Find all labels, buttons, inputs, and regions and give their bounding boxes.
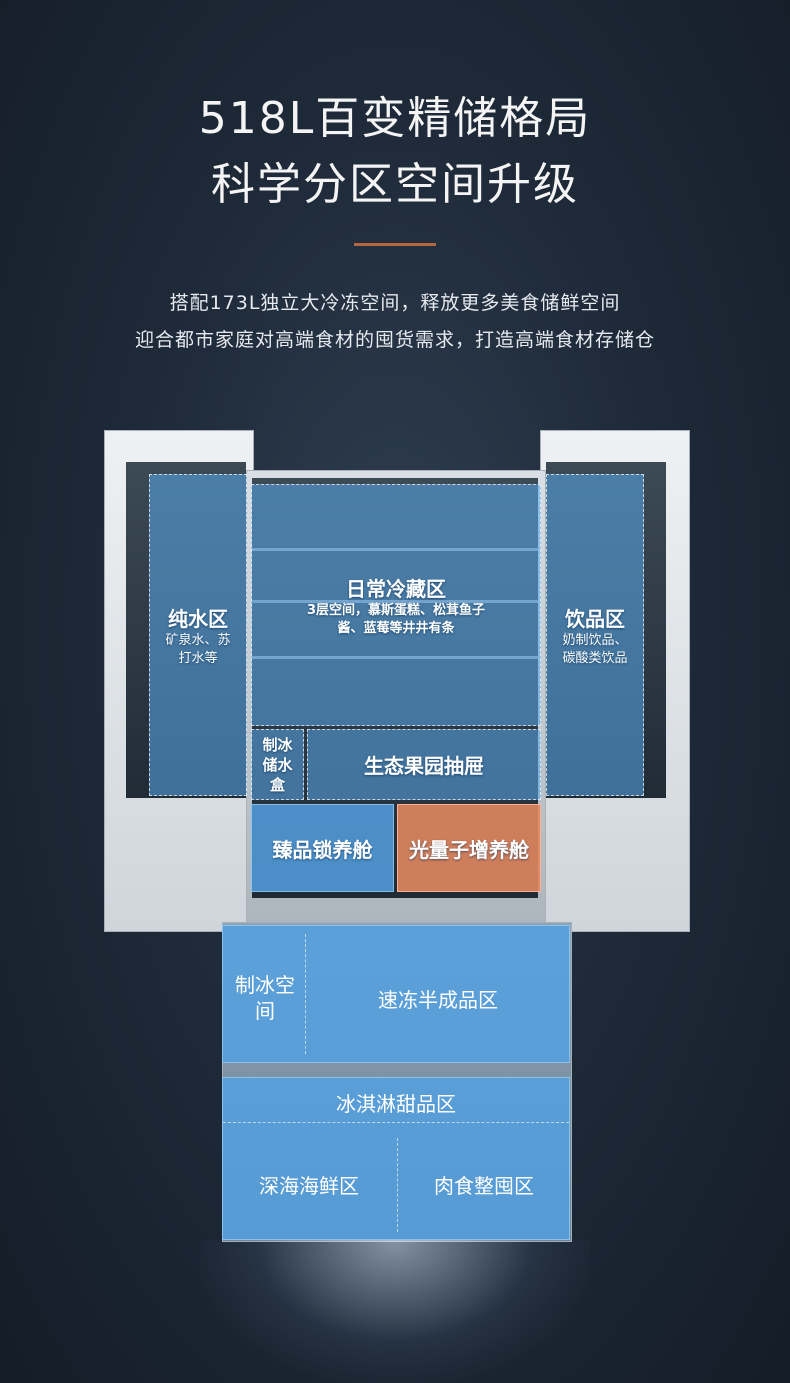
- zone-fresh-lock-title: 臻品锁养舱: [272, 837, 373, 862]
- description-line2: 迎合都市家庭对高端食材的囤货需求，打造高端食材存储仓: [134, 329, 655, 351]
- freezer-ice-space: 制冰空间: [235, 973, 295, 1023]
- headline-line1: 518L百变精储格局: [198, 93, 592, 144]
- zone-light-quantum: 光量子增养舱: [397, 804, 541, 892]
- zone-ice-box-title: 制冰储水盒: [262, 735, 293, 794]
- freezer-lower-drawer: 冰淇淋甜品区 深海海鲜区 肉食整囤区: [222, 1077, 570, 1240]
- zone-beverage: 饮品区 奶制饮品、碳酸类饮品: [546, 474, 644, 796]
- freezer-ice-cream: 冰淇淋甜品区: [336, 1092, 456, 1116]
- freezer-lower-vdivider: [397, 1138, 398, 1232]
- freezer-upper-divider: [305, 934, 306, 1054]
- freezer-lower-hdivider: [223, 1122, 569, 1123]
- headline-line2: 科学分区空间升级: [211, 159, 579, 210]
- freezer-meat: 肉食整囤区: [434, 1174, 534, 1198]
- zone-light-quantum-title: 光量子增养舱: [409, 837, 529, 862]
- zone-daily-detail: 3层空间，慕斯蛋糕、松茸鱼子酱、蓝莓等井井有条: [306, 602, 486, 636]
- zone-beverage-detail: 奶制饮品、碳酸类饮品: [562, 632, 628, 666]
- freezer-seafood: 深海海鲜区: [259, 1174, 359, 1198]
- freezer-quick-freeze: 速冻半成品区: [378, 988, 498, 1012]
- zone-fruit-drawer: 生态果园抽屉: [307, 729, 541, 800]
- zone-pure-water: 纯水区 矿泉水、苏打水等: [149, 474, 247, 796]
- zone-fruit-drawer-title: 生态果园抽屉: [364, 754, 484, 778]
- zone-fresh-lock: 臻品锁养舱: [251, 804, 394, 892]
- freezer-upper-drawer: 制冰空间 速冻半成品区: [222, 925, 570, 1063]
- floor-glow: [200, 1240, 590, 1383]
- zone-pure-water-detail: 矿泉水、苏打水等: [165, 632, 231, 666]
- zone-pure-water-title: 纯水区: [168, 606, 228, 631]
- zone-daily-refrigeration: 日常冷藏区 3层空间，慕斯蛋糕、松茸鱼子酱、蓝莓等井井有条: [251, 484, 541, 726]
- description-line1: 搭配173L独立大冷冻空间，释放更多美食储鲜空间: [169, 292, 621, 314]
- zone-beverage-title: 饮品区: [565, 606, 625, 631]
- zone-daily-title: 日常冷藏区: [346, 576, 446, 601]
- zone-ice-box: 制冰储水盒: [251, 729, 304, 800]
- accent-divider: [354, 243, 436, 246]
